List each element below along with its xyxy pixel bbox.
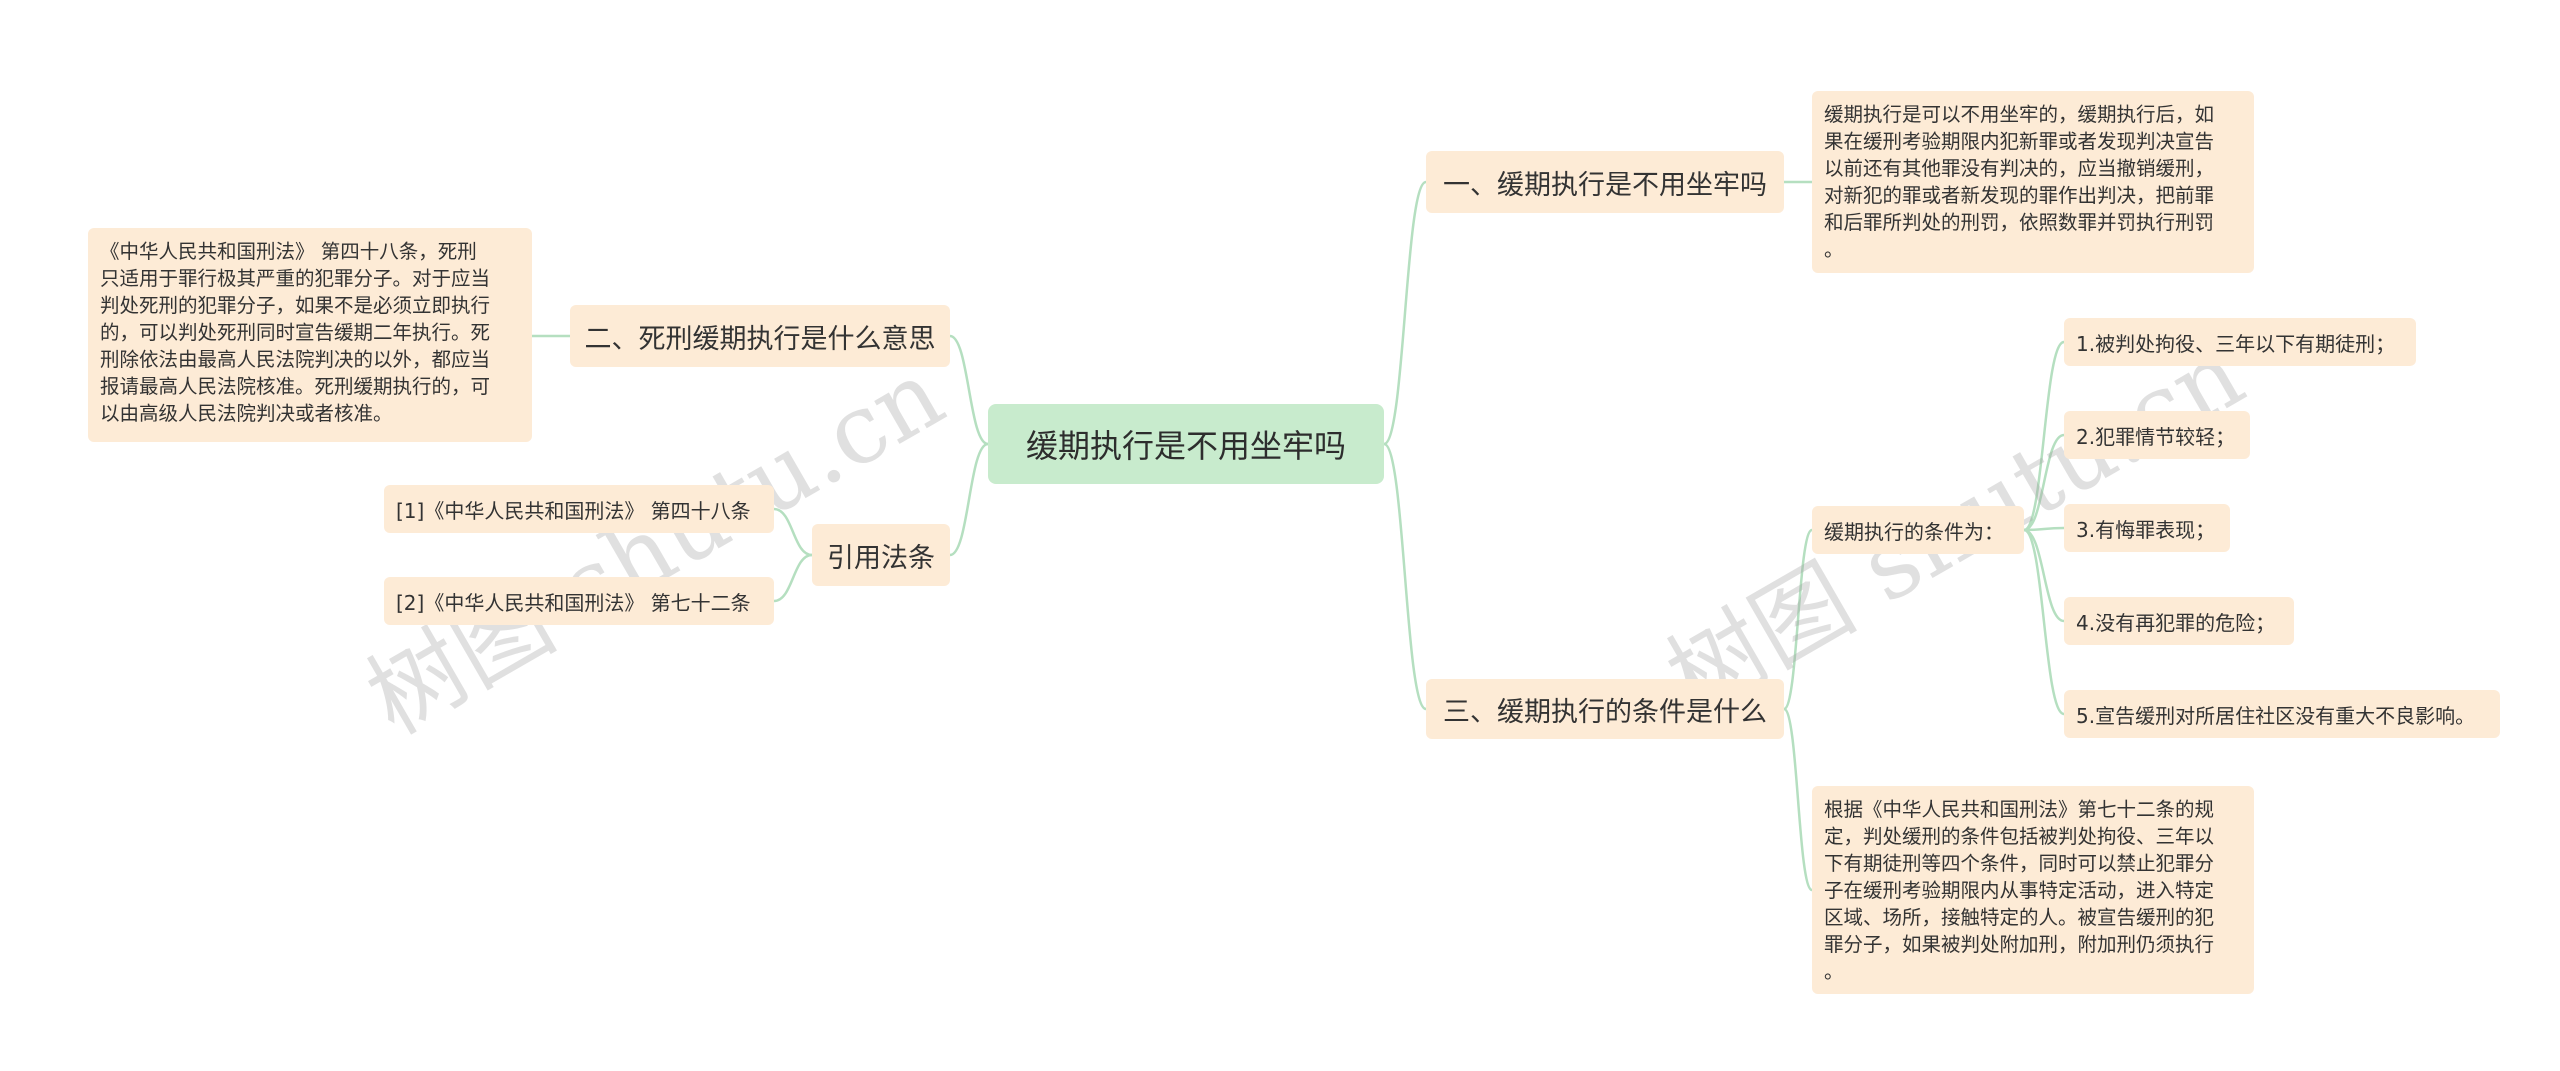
- connector-line: [2023, 340, 2065, 532]
- branch-2-node[interactable]: 二、死刑缓期执行是什么意思: [570, 305, 950, 367]
- branch-3-node[interactable]: 三、缓期执行的条件是什么: [1426, 679, 1784, 739]
- connector-line: [949, 334, 989, 446]
- root-node[interactable]: 缓期执行是不用坐牢吗: [988, 404, 1384, 484]
- reference-item[interactable]: [1]《中华人民共和国刑法》 第四十八条: [384, 485, 774, 533]
- condition-item[interactable]: 2.犯罪情节较轻；: [2064, 411, 2250, 459]
- connector-line: [1782, 528, 1814, 711]
- conditions-label[interactable]: 缓期执行的条件为：: [1812, 506, 2024, 554]
- connector-line: [773, 507, 813, 557]
- connector-line: [2023, 528, 2065, 623]
- branch-1-node[interactable]: 一、缓期执行是不用坐牢吗: [1426, 151, 1784, 213]
- connector-line: [949, 442, 989, 557]
- condition-item[interactable]: 5.宣告缓刑对所居住社区没有重大不良影响。: [2064, 690, 2500, 738]
- connector-line: [2023, 433, 2065, 532]
- reference-item[interactable]: [2]《中华人民共和国刑法》 第七十二条: [384, 577, 774, 625]
- connector-line: [773, 553, 813, 603]
- connector-line: [2023, 528, 2065, 716]
- connector-line: [1782, 707, 1814, 892]
- branch-4-node[interactable]: 引用法条: [812, 524, 950, 586]
- condition-item[interactable]: 3.有悔罪表现；: [2064, 504, 2230, 552]
- branch-3-text[interactable]: 根据《中华人民共和国刑法》第七十二条的规 定，判处缓刑的条件包括被判处拘役、三年…: [1812, 786, 2254, 994]
- condition-item[interactable]: 1.被判处拘役、三年以下有期徒刑；: [2064, 318, 2416, 366]
- condition-item[interactable]: 4.没有再犯罪的危险；: [2064, 597, 2294, 645]
- connector-line: [1383, 442, 1427, 711]
- connector-line: [1383, 180, 1427, 446]
- branch-2-text[interactable]: 《中华人民共和国刑法》 第四十八条，死刑 只适用于罪行极其严重的犯罪分子。对于应…: [88, 228, 532, 442]
- branch-1-text[interactable]: 缓期执行是可以不用坐牢的，缓期执行后，如 果在缓刑考验期限内犯新罪或者发现判决宣…: [1812, 91, 2254, 273]
- connector-line: [2023, 526, 2065, 532]
